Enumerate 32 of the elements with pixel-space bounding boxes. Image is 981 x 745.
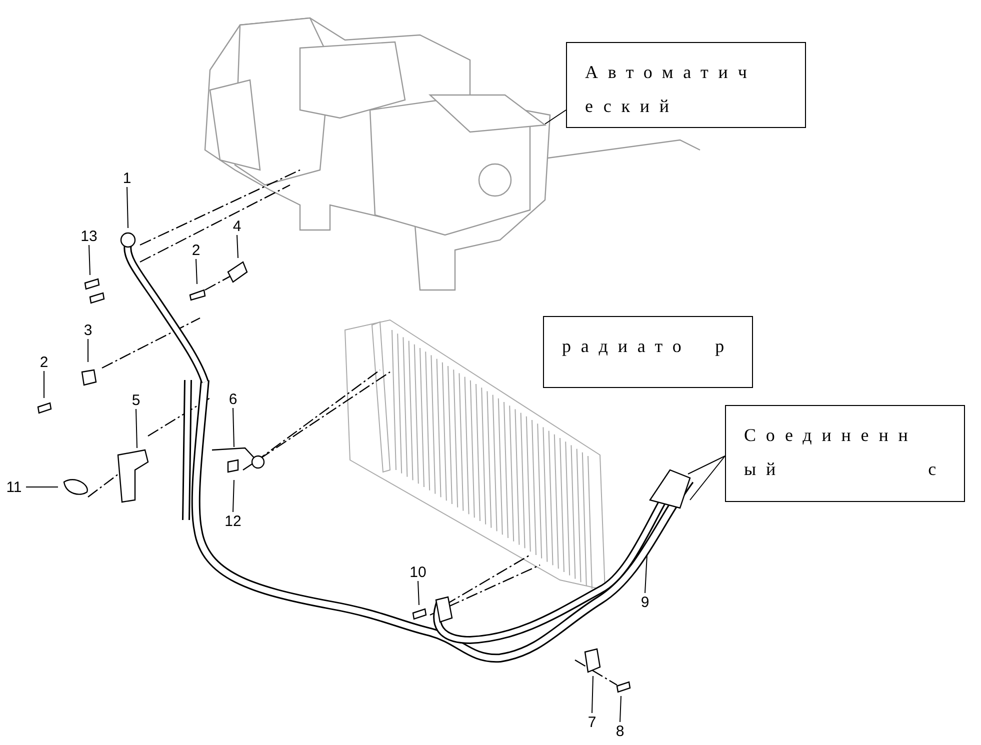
leader-line bbox=[26, 486, 58, 488]
leader-line bbox=[544, 110, 566, 124]
callout-number: 8 bbox=[610, 722, 630, 740]
callout-number: 7 bbox=[582, 713, 602, 731]
leader-line bbox=[690, 456, 726, 500]
callout-number: 9 bbox=[635, 593, 655, 611]
leader-line bbox=[232, 480, 234, 512]
leader-line bbox=[620, 696, 622, 722]
callout-number: 10 bbox=[406, 563, 430, 581]
callout-number: 6 bbox=[223, 390, 243, 408]
leader-line bbox=[136, 408, 138, 448]
callout-number: 3 bbox=[78, 321, 98, 339]
label-box: радиато р bbox=[543, 316, 753, 388]
callout-number: 1 bbox=[117, 169, 137, 187]
callout-number: 13 bbox=[77, 227, 101, 245]
leader-line bbox=[196, 258, 198, 284]
callout-number: 11 bbox=[2, 478, 26, 496]
leader-line bbox=[236, 234, 238, 258]
leader-line bbox=[232, 408, 234, 448]
leader-line bbox=[88, 244, 90, 276]
callout-number: 4 bbox=[227, 217, 247, 235]
label-box: Автоматич еский bbox=[566, 42, 806, 128]
leader-line bbox=[418, 580, 420, 606]
leader-line bbox=[688, 456, 726, 474]
label-box: Соединенн ый с bbox=[725, 405, 965, 502]
leader-line bbox=[592, 676, 594, 714]
callout-number: 12 bbox=[221, 512, 245, 530]
leader-line bbox=[126, 186, 128, 228]
leader-line bbox=[644, 554, 648, 594]
callout-number: 5 bbox=[126, 391, 146, 409]
callout-number: 2 bbox=[186, 241, 206, 259]
callout-number: 2 bbox=[34, 353, 54, 371]
